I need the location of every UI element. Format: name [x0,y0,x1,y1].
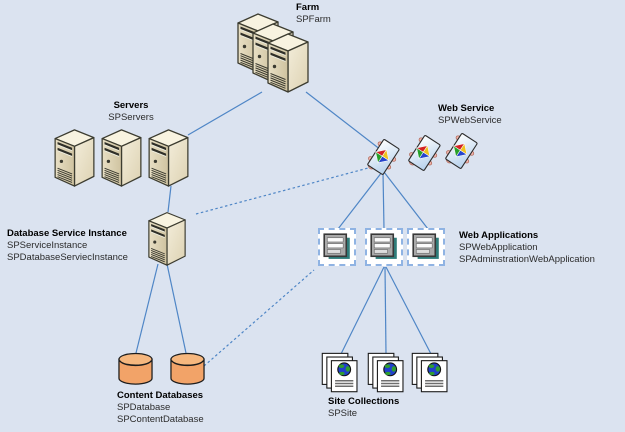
web-application-icon [322,232,352,262]
servers-label: Servers SPServers [95,100,167,124]
edge-dbinstance-contentdb1 [135,263,159,354]
database-service-instance-icon [146,209,188,267]
site-collections-label: Site Collections SPSite [328,396,399,420]
server-icon [146,126,191,188]
site-collection-icon [366,352,408,394]
edge-webservice-webapp3 [383,171,429,230]
servers-classname: SPServers [108,112,154,123]
web-applications-classname2: SPAdminstrationWebApplication [459,254,595,265]
database-service-instance-label: Database Service Instance SPServiceInsta… [7,228,128,264]
web-service-classname: SPWebService [438,115,502,126]
web-service-icon [405,135,442,172]
edge-servers-dbinstance [167,185,172,213]
web-applications-classname: SPWebApplication [459,242,538,253]
web-application-box [318,228,356,266]
web-application-box [365,228,403,266]
web-service-icon [364,139,401,176]
farm-title: Farm [296,2,320,13]
content-database-icon [117,352,154,387]
web-application-box [407,228,445,266]
web-applications-label: Web Applications SPWebApplication SPAdmi… [459,230,595,266]
database-service-instance-classname2: SPDatabaseServiecInstance [7,252,128,263]
site-collection-icon [320,352,362,394]
content-database-icon [169,352,206,387]
server-icon [52,126,97,188]
site-collections-classname: SPSite [328,408,358,419]
database-service-instance-title: Database Service Instance [7,228,127,239]
site-collections-title: Site Collections [328,396,400,407]
servers-title: Servers [113,100,149,111]
edge-webapp-sitecoll3 [385,266,432,355]
web-service-title: Web Service [438,103,495,114]
web-service-label: Web Service SPWebService [438,103,502,127]
web-application-icon [369,232,399,262]
content-databases-title: Content Databases [117,390,204,401]
farm-label: Farm SPFarm [296,2,331,26]
farm-classname: SPFarm [296,14,331,25]
edge-webapp-sitecoll1 [340,266,385,355]
database-service-instance-classname: SPServiceInstance [7,240,88,251]
edge-webapp-sitecoll2 [384,266,387,355]
edge-farm-webservice [305,91,382,151]
edge-webservice-webapp1 [337,171,383,230]
content-databases-classname2: SPContentDatabase [117,414,204,425]
edge-dbinstance-webservice-dotted [195,166,373,215]
edge-webservice-webapp2 [382,171,385,230]
edge-dbinstance-contentdb2 [166,263,187,354]
content-databases-classname: SPDatabase [117,402,171,413]
server-icon [99,126,144,188]
web-applications-title: Web Applications [459,230,539,241]
edge-farm-servers [187,91,263,136]
web-application-icon [411,232,441,262]
edge-contentdb-webapp-dotted [203,269,315,367]
web-service-icon [442,133,479,170]
site-collection-icon [410,352,452,394]
content-databases-label: Content Databases SPDatabase SPContentDa… [117,390,204,426]
